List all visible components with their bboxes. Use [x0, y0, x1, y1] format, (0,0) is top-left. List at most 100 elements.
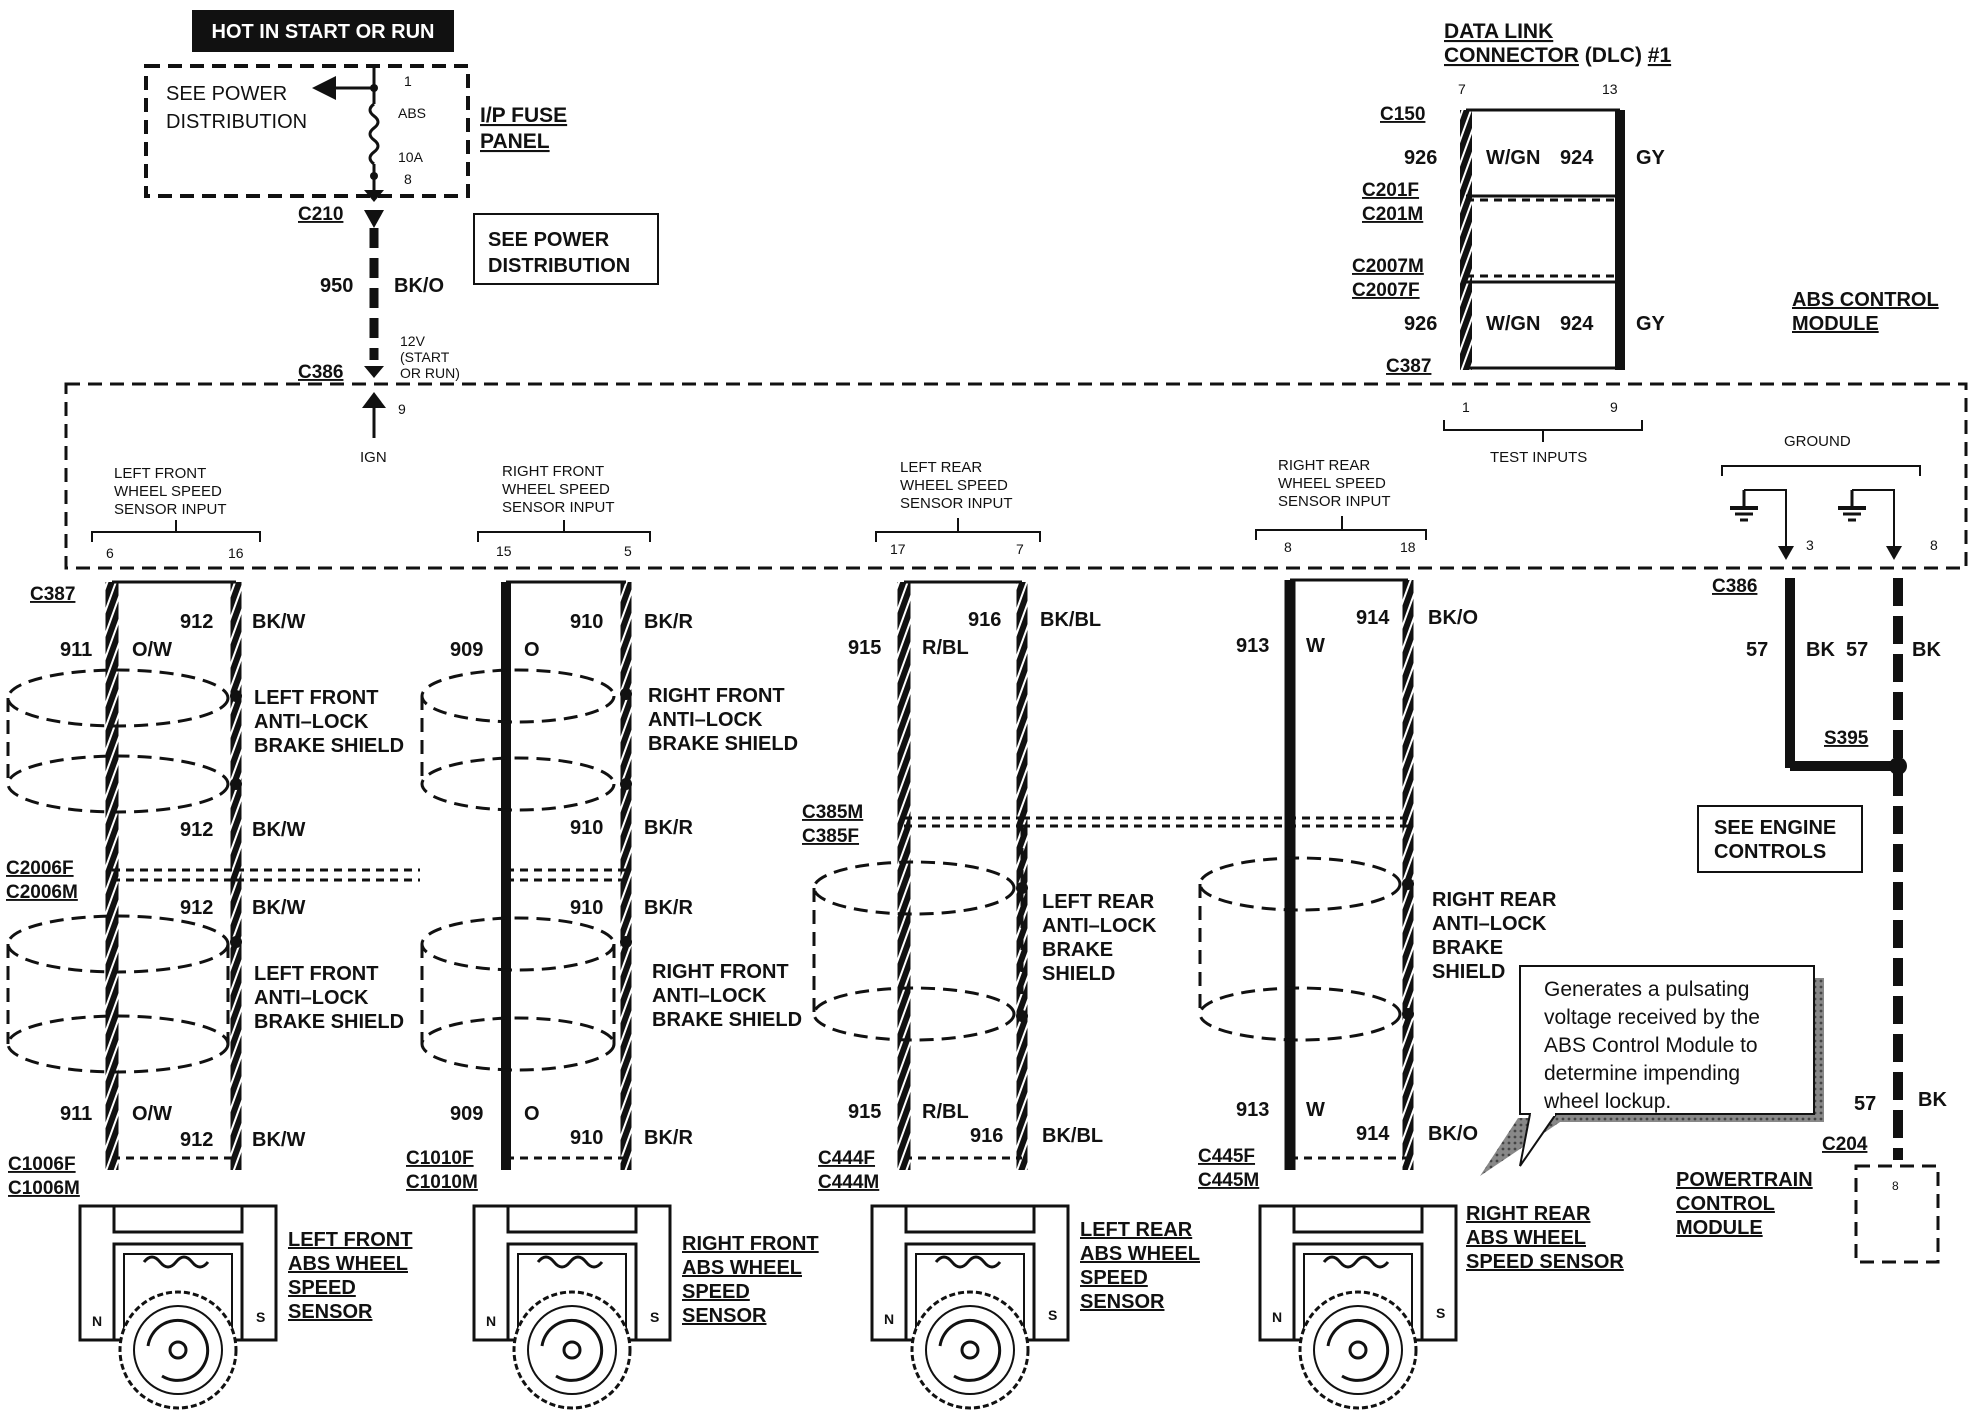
rr-shield-label-4: SHIELD	[1432, 961, 1505, 983]
rf-shield-label-3: BRAKE SHIELD	[648, 733, 798, 755]
wire-926-number-b: 926	[1404, 313, 1437, 335]
rf-sensor-label-2: ABS WHEEL	[682, 1257, 802, 1279]
rf-north-pole: N	[486, 1313, 496, 1329]
rf-shield2-label-2: ANTI–LOCK	[652, 985, 767, 1007]
wire-57-color: BK	[1806, 639, 1835, 661]
see-power-distribution-box	[473, 213, 659, 285]
lr-wheel-speed-sensor-icon	[870, 1204, 1070, 1410]
rr-shield-label: RIGHT REAR	[1432, 889, 1557, 911]
wire-914-color-d: BK/O	[1428, 1123, 1478, 1145]
rr-sensor-label-2: ABS WHEEL	[1466, 1227, 1586, 1249]
rf-pin-5: 5	[624, 543, 632, 559]
pcm-label-2: CONTROL	[1676, 1193, 1775, 1215]
rr-input-label-2: WHEEL SPEED	[1278, 475, 1386, 492]
ground-icon	[1730, 489, 1794, 560]
rf-pin-15: 15	[496, 543, 512, 559]
connector-c387-lf: C387	[30, 584, 75, 605]
wire-910-number-d: 910	[570, 1127, 603, 1149]
ground-label: GROUND	[1784, 433, 1851, 450]
lf-pin-6: 6	[106, 545, 114, 561]
wire-910-number-b: 910	[570, 817, 603, 839]
wire-915-number-d: 915	[848, 1101, 881, 1123]
lr-input-label: LEFT REAR	[900, 459, 982, 476]
rf-shield2-label: RIGHT FRONT	[652, 961, 789, 983]
fuse-pin-bottom: 8	[404, 171, 412, 187]
lf-sensor-label: LEFT FRONT	[288, 1229, 412, 1251]
lr-pin-7: 7	[1016, 541, 1024, 557]
connector-c444f: C444F	[818, 1148, 875, 1169]
callout-box	[1480, 965, 1824, 1176]
rr-input-label-3: SENSOR INPUT	[1278, 493, 1391, 510]
rf-shield-label-2: ANTI–LOCK	[648, 709, 763, 731]
see-power-box-label: SEE POWER	[488, 229, 610, 251]
lf-shield-label-3: BRAKE SHIELD	[254, 735, 404, 757]
test-pin-1: 1	[1462, 399, 1470, 415]
lf-pin-16: 16	[228, 545, 244, 561]
lf-shield2-label-3: BRAKE SHIELD	[254, 1011, 404, 1033]
wire-912-number-b: 912	[180, 819, 213, 841]
connector-c210: C210	[298, 204, 343, 225]
fuse-icon	[364, 66, 384, 202]
rr-shield	[1198, 856, 1402, 1042]
pcm-label-3: MODULE	[1676, 1217, 1763, 1239]
connector-c387-dlc: C387	[1386, 356, 1431, 377]
pcm-label: POWERTRAIN	[1676, 1169, 1813, 1191]
callout-line: Generates a pulsating	[1544, 978, 1749, 1001]
see-power-label: SEE POWER	[166, 83, 287, 105]
fuse-pin-top: 1	[404, 73, 412, 89]
lf-shield2-label: LEFT FRONT	[254, 963, 378, 985]
rr-north-pole: N	[1272, 1309, 1282, 1325]
connector-c386-top: C386	[298, 362, 343, 383]
wire-913-number: 913	[1236, 635, 1269, 657]
lr-sensor-label-3: SPEED	[1080, 1267, 1148, 1289]
wire-916-number-d: 916	[970, 1125, 1003, 1147]
lr-shield-label-4: SHIELD	[1042, 963, 1115, 985]
lr-shield-label-3: BRAKE	[1042, 939, 1113, 961]
hot-label: HOT IN START OR RUN	[212, 21, 435, 43]
see-engine-label-2: CONTROLS	[1714, 841, 1826, 863]
rf-sensor-label-3: SPEED	[682, 1281, 750, 1303]
wire-914-number-d: 914	[1356, 1123, 1390, 1145]
connector-c386-ground: C386	[1712, 576, 1757, 597]
ign-label: IGN	[360, 449, 387, 466]
wire-57-number-b: 57	[1846, 639, 1868, 661]
wire-57-color-b: BK	[1912, 639, 1941, 661]
connector-c1006f: C1006F	[8, 1154, 76, 1175]
lf-south-pole: S	[256, 1309, 265, 1325]
wire-926-color-b: W/GN	[1486, 313, 1540, 335]
see-power-label-2: DISTRIBUTION	[166, 111, 307, 133]
rf-sensor-input: RIGHT FRONT WHEEL SPEED SENSOR INPUT 15 …	[477, 463, 651, 559]
fuse-rating: 10A	[398, 149, 424, 165]
wire-924-color-b: GY	[1636, 313, 1666, 335]
lr-wires	[897, 580, 1028, 1170]
connector-c1010f: C1010F	[406, 1148, 474, 1169]
abs-module-label: ABS CONTROL	[1792, 289, 1939, 311]
wire-915-color: R/BL	[922, 637, 969, 659]
dlc-harness	[1460, 108, 1625, 370]
lr-sensor-label-2: ABS WHEEL	[1080, 1243, 1200, 1265]
splice-s395: S395	[1824, 728, 1869, 749]
lf-sensor-label-4: SENSOR	[288, 1301, 373, 1323]
wire-913-color: W	[1306, 635, 1325, 657]
connector-c385m: C385M	[802, 802, 863, 823]
connector-c204: C204	[1822, 1134, 1868, 1155]
ign-pin: 9	[398, 401, 406, 417]
rf-south-pole: S	[650, 1309, 659, 1325]
fuse-name: ABS	[398, 105, 426, 121]
rr-pin-8: 8	[1284, 539, 1292, 555]
wire-924-color: GY	[1636, 147, 1666, 169]
rr-shield-label-3: BRAKE	[1432, 937, 1503, 959]
wire-911-color-d: O/W	[132, 1103, 172, 1125]
connector-c2007m: C2007M	[1352, 256, 1424, 277]
lf-input-label: LEFT FRONT	[114, 465, 206, 482]
wire-912-color-b: BK/W	[252, 819, 305, 841]
rr-pin-18: 18	[1400, 539, 1416, 555]
voltage-label: 12V	[400, 333, 426, 349]
dlc-title-2: CONNECTOR (DLC) #1	[1444, 44, 1671, 67]
wire-916-number: 916	[968, 609, 1001, 631]
rr-input-label: RIGHT REAR	[1278, 457, 1370, 474]
lr-input-label-3: SENSOR INPUT	[900, 495, 1013, 512]
wire-924-number-b: 924	[1560, 313, 1594, 335]
rf-shield-label: RIGHT FRONT	[648, 685, 785, 707]
test-inputs-label: TEST INPUTS	[1490, 449, 1587, 466]
